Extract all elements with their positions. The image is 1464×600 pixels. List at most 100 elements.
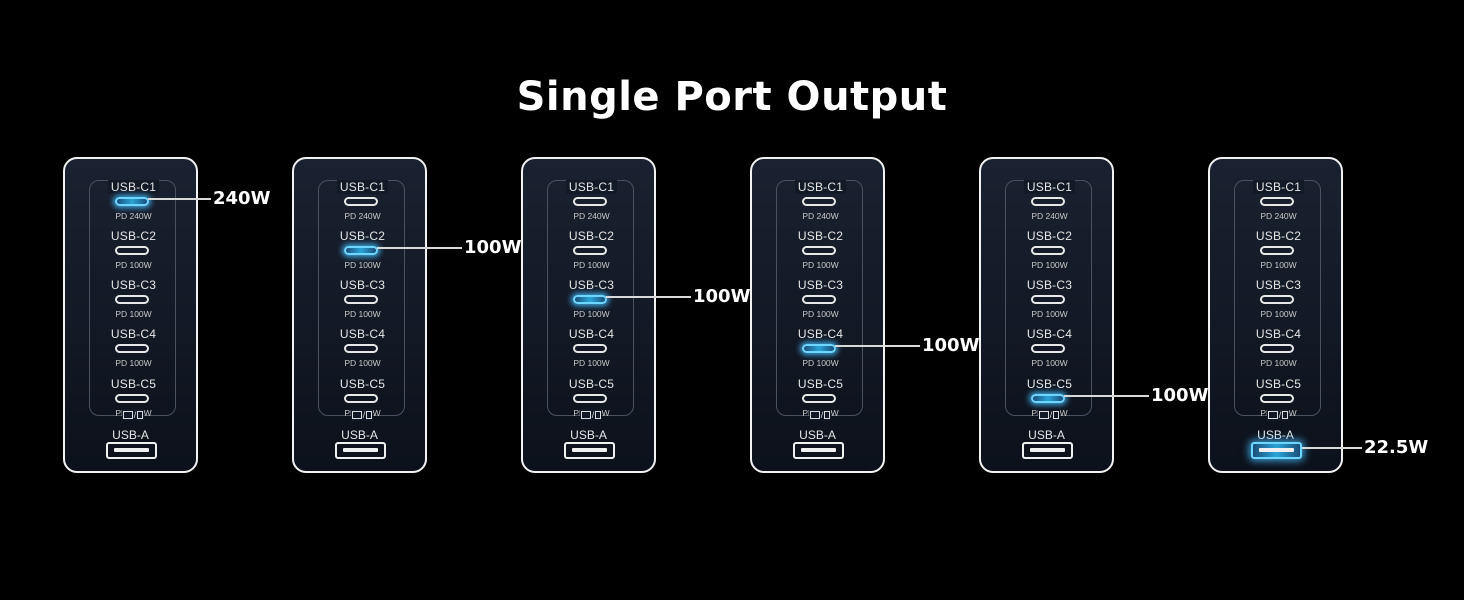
port-label: USB-C3	[319, 278, 406, 292]
callout-line	[148, 198, 211, 200]
usb-c-slot-icon	[1260, 246, 1294, 255]
port-label: USB-C5	[319, 377, 406, 391]
port-glyph-icon	[595, 411, 602, 419]
port-label: USB-C2	[90, 229, 177, 243]
output-wattage-label: 100W	[464, 237, 522, 258]
page-title: Single Port Output	[516, 74, 948, 120]
display-icon: /	[1038, 409, 1060, 421]
usb-a-label: USB-A	[799, 428, 836, 442]
usb-c-slot-icon	[344, 197, 378, 206]
port-label: USB-C4	[1006, 327, 1093, 341]
display-icon: /	[351, 409, 373, 421]
port-label-text: USB-C2	[568, 229, 615, 243]
port-label: USB-C2	[548, 229, 635, 243]
usb-c-slot-icon	[573, 295, 607, 304]
port-label: USB-C4	[319, 327, 406, 341]
usb-c-slot-icon	[1031, 295, 1065, 304]
callout-line	[606, 296, 691, 298]
port-label-text: USB-C3	[339, 278, 386, 292]
port-label: USB-C4	[777, 327, 864, 341]
port-glyph-icon	[1053, 411, 1060, 419]
port-label-text: USB-C2	[1026, 229, 1073, 243]
port-label: USB-C2	[319, 229, 406, 243]
port-rating: PD 240W	[1260, 211, 1297, 221]
port-rating: PD 100W	[1031, 358, 1068, 368]
usb-c-slot-icon	[115, 394, 149, 403]
port-label-text: USB-C4	[568, 327, 615, 341]
port-usb-c4: USB-C4 PD 100W	[1006, 327, 1093, 380]
icon-separator: /	[820, 410, 824, 420]
screen-glyph-icon	[1267, 411, 1278, 419]
port-usb-c4: USB-C4 PD 100W	[548, 327, 635, 380]
port-rating: PD 240W	[802, 211, 839, 221]
port-usb-c2: USB-C2 PD 100W	[90, 229, 177, 282]
port-label: USB-C4	[90, 327, 177, 341]
callout-line	[1064, 395, 1149, 397]
port-rating: PD 240W	[115, 211, 152, 221]
port-label: USB-C5	[1006, 377, 1093, 391]
port-usb-c1: USB-C1 PD 240W	[777, 180, 864, 233]
port-rating: PD 100W	[115, 260, 152, 270]
port-rating: PD 100W	[1260, 358, 1297, 368]
port-label: USB-C1	[1235, 180, 1322, 194]
usb-a-label: USB-A	[1028, 428, 1065, 442]
usb-c-slot-icon	[115, 246, 149, 255]
port-rating: PD 100W	[344, 260, 381, 270]
port-label: USB-C4	[548, 327, 635, 341]
port-label: USB-C2	[777, 229, 864, 243]
usb-c-slot-icon	[573, 197, 607, 206]
port-rating: PD 100W	[802, 309, 839, 319]
display-icon: /	[809, 409, 831, 421]
port-label-text: USB-C1	[1023, 180, 1076, 194]
port-label-text: USB-C2	[339, 229, 386, 243]
port-label-text: USB-C4	[110, 327, 157, 341]
port-label: USB-C1	[777, 180, 864, 194]
icon-separator: /	[362, 410, 366, 420]
port-label-text: USB-C5	[1026, 377, 1073, 391]
port-label-text: USB-C1	[794, 180, 847, 194]
port-usb-c5: USB-C5PD 100W	[319, 377, 406, 430]
usb-c-slot-icon	[1260, 394, 1294, 403]
port-rating: PD 100W	[573, 358, 610, 368]
port-usb-c3: USB-C3 PD 100W	[777, 278, 864, 331]
port-label-text: USB-C3	[797, 278, 844, 292]
port-label-text: USB-C1	[1252, 180, 1305, 194]
port-label-text: USB-C4	[797, 327, 844, 341]
icon-separator: /	[1049, 410, 1053, 420]
port-rating: PD 100W	[573, 309, 610, 319]
usb-c-slot-icon	[573, 246, 607, 255]
port-rating: PD 240W	[1031, 211, 1068, 221]
usb-c-slot-icon	[115, 197, 149, 206]
display-icon: /	[580, 409, 602, 421]
display-icon: /	[1267, 409, 1289, 421]
port-usb-c5: USB-C5PD 100W	[1235, 377, 1322, 430]
port-label: USB-C3	[1006, 278, 1093, 292]
display-icon: /	[122, 409, 144, 421]
port-glyph-icon	[366, 411, 373, 419]
usb-c-slot-icon	[802, 246, 836, 255]
port-label-text: USB-C3	[1026, 278, 1073, 292]
port-glyph-icon	[137, 411, 144, 419]
port-label: USB-C3	[777, 278, 864, 292]
port-label-text: USB-C5	[568, 377, 615, 391]
port-label: USB-C3	[548, 278, 635, 292]
usb-c-slot-icon	[344, 344, 378, 353]
port-rating: PD 100W	[115, 358, 152, 368]
usb-c-slot-icon	[115, 295, 149, 304]
port-label: USB-C1	[90, 180, 177, 194]
callout-line	[835, 345, 920, 347]
usb-c-slot-icon	[1031, 344, 1065, 353]
usb-c-slot-icon	[1260, 295, 1294, 304]
output-wattage-label: 22.5W	[1364, 437, 1429, 458]
